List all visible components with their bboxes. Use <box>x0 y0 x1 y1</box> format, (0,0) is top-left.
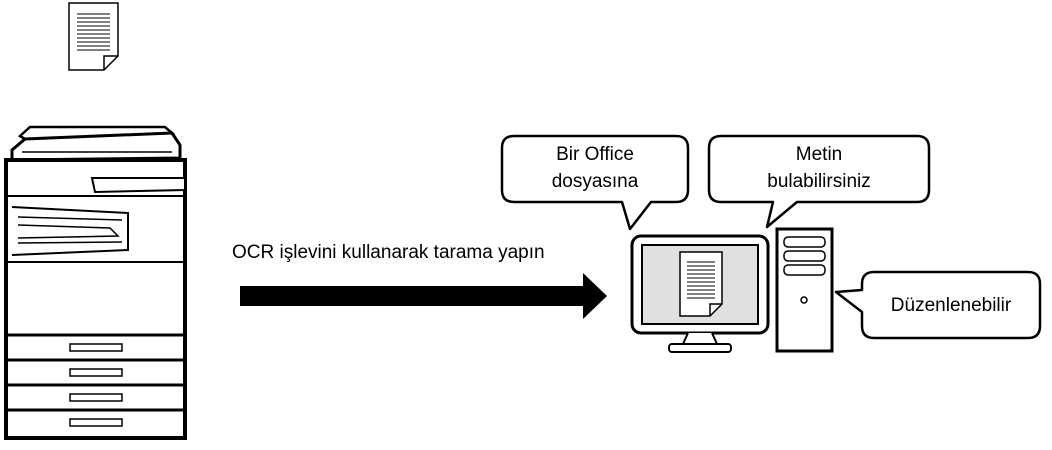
computer-tower-icon <box>775 227 834 353</box>
right-arrow-icon <box>240 273 607 319</box>
bubble-office-text: Bir Office dosyasına <box>502 141 688 195</box>
bubble-editable-text: Düzenlenebilir <box>890 295 1012 316</box>
speech-bubble-office <box>500 134 690 231</box>
source-document-icon <box>68 2 119 71</box>
speech-bubble-editable <box>834 270 1042 340</box>
multifunction-printer-icon <box>4 125 187 440</box>
bubble-office-line2: dosyasına <box>551 171 639 192</box>
bubble-search-line1: Metin <box>795 144 843 165</box>
bubble-search-text: Metin bulabilirsiniz <box>709 141 929 195</box>
bubble-office-line1: Bir Office <box>556 144 634 165</box>
speech-bubble-search <box>707 134 931 229</box>
screen-document-icon <box>679 251 723 317</box>
arrow-label: OCR işlevini kullanarak tarama yapın <box>232 242 545 263</box>
bubble-search-line2: bulabilirsiniz <box>767 171 871 192</box>
